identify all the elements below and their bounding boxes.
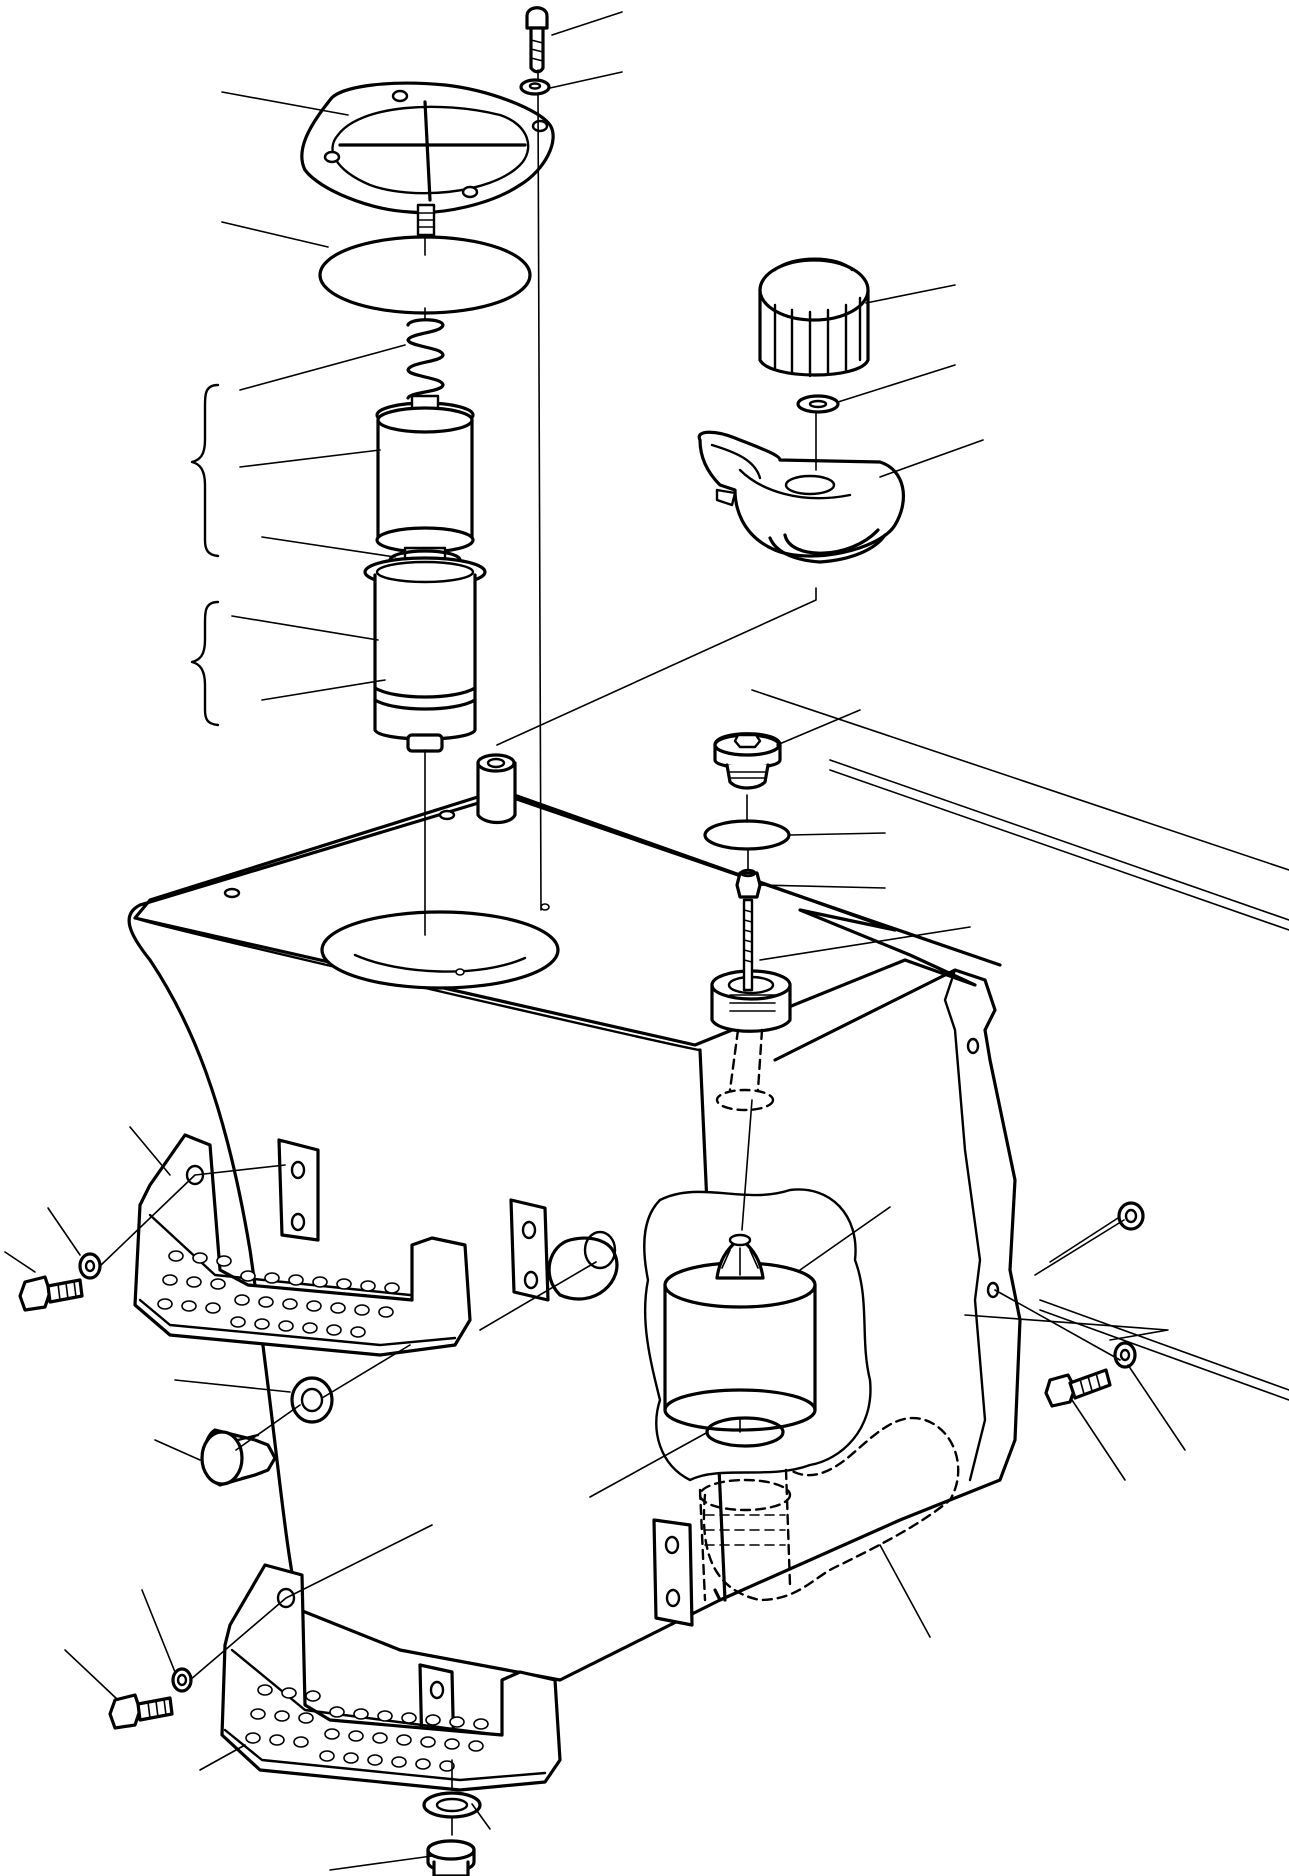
tank-body bbox=[127, 753, 1022, 1762]
sight-glass bbox=[200, 1428, 277, 1487]
lower-step bbox=[220, 1563, 562, 1792]
mounting-nut bbox=[1117, 1201, 1145, 1231]
breather-washer bbox=[796, 394, 840, 414]
gauge-o-ring bbox=[703, 819, 791, 851]
mounting-bolt bbox=[1044, 1368, 1112, 1408]
top-washer bbox=[519, 78, 551, 96]
return-filter-element bbox=[375, 394, 475, 562]
callout-leaders bbox=[4, 11, 1186, 1871]
suction-strainer bbox=[663, 1233, 817, 1432]
step-bolt bbox=[18, 1275, 84, 1312]
assembly-braces bbox=[190, 383, 220, 727]
mounting-washer bbox=[1113, 1341, 1137, 1369]
step-bolt bbox=[108, 1693, 174, 1730]
breather-cap bbox=[758, 257, 870, 378]
top-screw bbox=[525, 6, 549, 74]
guide-rail bbox=[751, 689, 1289, 1401]
filter-housing-bowl bbox=[363, 556, 487, 753]
filler-strainer-cup bbox=[697, 430, 905, 564]
suction-pipe bbox=[698, 1417, 960, 1602]
filter-cover-plate bbox=[300, 81, 555, 237]
compression-spring bbox=[406, 318, 445, 400]
step-washer bbox=[78, 1252, 102, 1280]
drain-plug bbox=[426, 1839, 476, 1876]
cutaway-window bbox=[643, 1188, 872, 1482]
threaded-rod bbox=[742, 898, 754, 992]
assembly-lines bbox=[99, 69, 1125, 1836]
drain-seal bbox=[422, 1791, 482, 1819]
level-gauge-plug bbox=[713, 732, 782, 790]
sight-glass-seal bbox=[290, 1376, 334, 1424]
hollow-screw bbox=[735, 868, 762, 899]
upper-step bbox=[133, 1133, 472, 1357]
